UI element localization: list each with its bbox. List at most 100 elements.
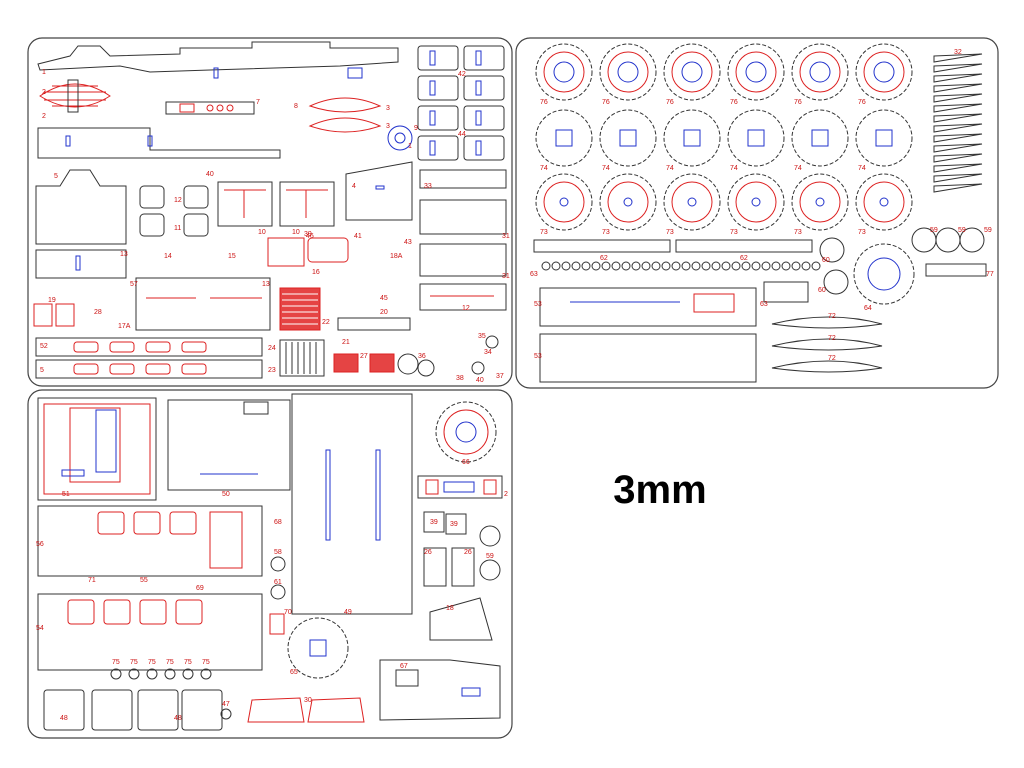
- svg-text:44: 44: [458, 131, 466, 138]
- svg-text:61: 61: [274, 579, 282, 586]
- svg-text:15: 15: [228, 253, 236, 260]
- svg-text:49: 49: [344, 609, 352, 616]
- svg-text:39: 39: [450, 521, 458, 528]
- svg-text:39: 39: [304, 231, 312, 238]
- svg-text:14: 14: [164, 253, 172, 260]
- svg-text:37: 37: [496, 373, 504, 380]
- svg-text:75: 75: [148, 659, 156, 666]
- svg-text:58: 58: [274, 549, 282, 556]
- axle-spring-part: [308, 97, 382, 133]
- svg-text:76: 76: [858, 99, 866, 106]
- wheel-row-74: [535, 109, 913, 167]
- svg-text:73: 73: [540, 229, 548, 236]
- svg-text:11: 11: [174, 225, 181, 232]
- svg-text:45: 45: [380, 295, 388, 302]
- svg-text:74: 74: [794, 165, 802, 172]
- svg-text:54: 54: [36, 625, 44, 632]
- svg-text:74: 74: [730, 165, 738, 172]
- svg-text:26: 26: [464, 549, 472, 556]
- svg-text:73: 73: [666, 229, 674, 236]
- svg-text:48: 48: [174, 715, 182, 722]
- svg-text:47: 47: [222, 701, 230, 708]
- svg-text:17A: 17A: [118, 323, 131, 330]
- svg-text:8: 8: [294, 103, 298, 110]
- svg-text:3: 3: [386, 105, 390, 112]
- svg-text:50: 50: [222, 491, 230, 498]
- svg-text:26: 26: [424, 549, 432, 556]
- svg-text:70: 70: [284, 609, 292, 616]
- svg-text:18A: 18A: [390, 253, 403, 260]
- svg-text:10: 10: [258, 229, 266, 236]
- svg-text:12: 12: [174, 197, 182, 204]
- svg-text:28: 28: [94, 309, 102, 316]
- svg-text:2: 2: [42, 89, 46, 96]
- svg-text:51: 51: [62, 491, 70, 498]
- svg-text:60: 60: [818, 287, 826, 294]
- svg-text:77: 77: [986, 271, 994, 278]
- svg-text:59: 59: [486, 553, 494, 560]
- svg-text:5: 5: [40, 367, 44, 374]
- svg-text:72: 72: [828, 355, 836, 362]
- svg-text:67: 67: [400, 663, 408, 670]
- svg-text:27: 27: [360, 353, 368, 360]
- svg-text:75: 75: [112, 659, 120, 666]
- svg-text:73: 73: [794, 229, 802, 236]
- svg-text:57: 57: [130, 281, 138, 288]
- svg-text:76: 76: [794, 99, 802, 106]
- svg-text:20: 20: [380, 309, 388, 316]
- svg-text:63: 63: [760, 301, 768, 308]
- svg-text:4: 4: [352, 183, 356, 190]
- svg-text:66: 66: [462, 459, 470, 466]
- svg-text:59: 59: [958, 227, 966, 234]
- svg-text:40: 40: [476, 377, 484, 384]
- svg-text:76: 76: [666, 99, 674, 106]
- svg-text:69: 69: [196, 585, 204, 592]
- svg-text:53: 53: [534, 353, 542, 360]
- svg-text:74: 74: [858, 165, 866, 172]
- svg-text:2: 2: [42, 113, 46, 120]
- svg-text:1: 1: [408, 143, 412, 150]
- svg-text:43: 43: [404, 239, 412, 246]
- svg-text:52: 52: [40, 343, 48, 350]
- svg-text:38: 38: [456, 375, 464, 382]
- svg-text:68: 68: [274, 519, 282, 526]
- svg-text:30: 30: [304, 697, 312, 704]
- svg-text:22: 22: [322, 319, 330, 326]
- svg-text:1: 1: [42, 69, 46, 76]
- svg-text:12: 12: [462, 305, 470, 312]
- svg-text:18: 18: [446, 605, 454, 612]
- svg-text:13: 13: [120, 251, 128, 258]
- svg-text:72: 72: [828, 313, 836, 320]
- svg-text:75: 75: [184, 659, 192, 666]
- svg-text:71: 71: [88, 577, 96, 584]
- svg-text:40: 40: [206, 171, 214, 178]
- svg-text:59: 59: [930, 227, 938, 234]
- svg-text:63: 63: [530, 271, 538, 278]
- svg-text:32: 32: [954, 49, 962, 56]
- svg-text:73: 73: [730, 229, 738, 236]
- svg-text:21: 21: [342, 339, 350, 346]
- svg-text:62: 62: [600, 255, 608, 262]
- svg-text:76: 76: [730, 99, 738, 106]
- svg-text:73: 73: [858, 229, 866, 236]
- svg-text:10: 10: [292, 229, 300, 236]
- svg-text:59: 59: [984, 227, 992, 234]
- svg-text:34: 34: [484, 349, 492, 356]
- svg-text:73: 73: [602, 229, 610, 236]
- svg-text:74: 74: [666, 165, 674, 172]
- svg-text:9: 9: [414, 125, 418, 132]
- svg-text:76: 76: [540, 99, 548, 106]
- svg-text:55: 55: [140, 577, 148, 584]
- svg-text:19: 19: [48, 297, 56, 304]
- svg-text:72: 72: [828, 335, 836, 342]
- svg-text:46: 46: [306, 233, 314, 240]
- svg-text:41: 41: [354, 233, 362, 240]
- svg-text:3: 3: [386, 123, 390, 130]
- svg-text:62: 62: [740, 255, 748, 262]
- svg-text:2: 2: [504, 491, 508, 498]
- svg-text:35: 35: [478, 333, 486, 340]
- svg-text:76: 76: [602, 99, 610, 106]
